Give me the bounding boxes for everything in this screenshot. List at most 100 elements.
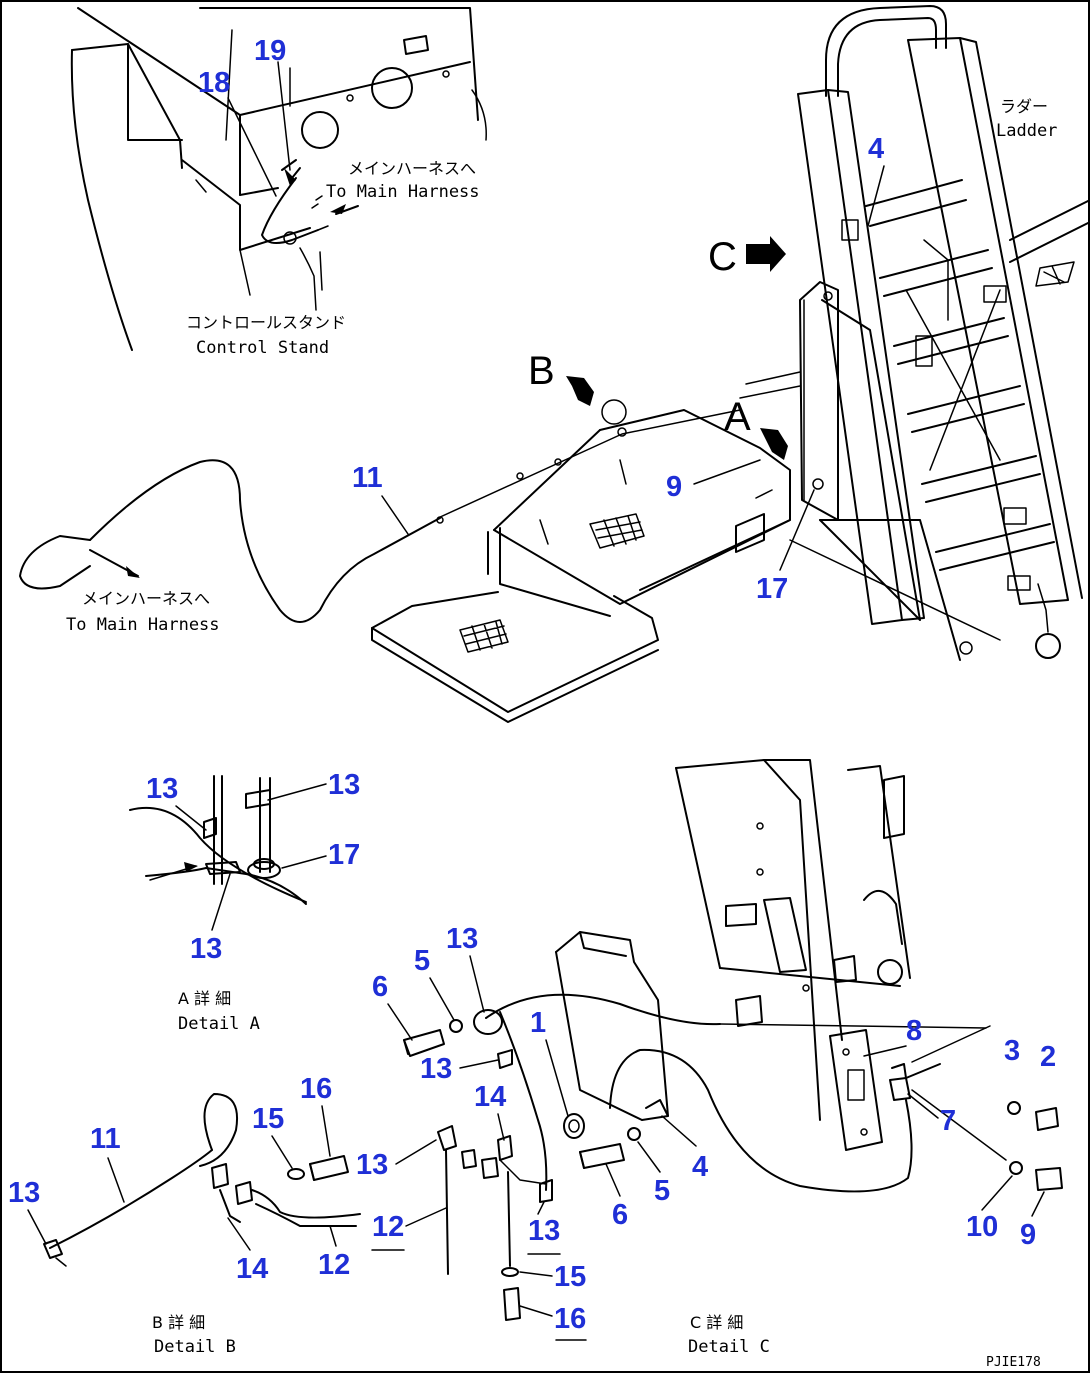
callout-13-a-left: 13	[146, 773, 178, 805]
view-arrow-c	[746, 236, 786, 272]
callout-4-top: 4	[868, 133, 884, 165]
step-platform	[371, 399, 791, 723]
callout-1: 1	[530, 1007, 546, 1039]
callout-3: 3	[1004, 1035, 1020, 1067]
leader-13-a-bottom	[211, 873, 231, 931]
leader-13-b	[27, 1209, 47, 1245]
callout-12-b: 12	[318, 1249, 350, 1281]
callout-18: 18	[198, 67, 230, 99]
leader-13-c-mid	[459, 1059, 499, 1069]
callout-9-top: 9	[666, 471, 682, 503]
callout-12-c: 12	[372, 1211, 404, 1243]
detail-c-title-jp: C 詳 細	[690, 1313, 743, 1332]
leader-17-a	[281, 855, 327, 869]
callout-11-b: 11	[90, 1123, 121, 1155]
callout-6-c-upper: 6	[372, 971, 388, 1003]
callout-13-c-upper: 13	[446, 923, 478, 955]
leader-6-c-upper	[387, 1003, 413, 1041]
callout-6-c-lower: 6	[612, 1199, 628, 1231]
leader-13-c-left	[395, 1139, 437, 1165]
callout-13-a-right: 13	[328, 769, 360, 801]
callout-13-c-left: 13	[356, 1149, 388, 1181]
callout-15-b: 15	[252, 1103, 284, 1135]
leader-11-b	[107, 1157, 125, 1203]
callout-13-c-low: 13	[528, 1215, 560, 1247]
leader-9-top	[693, 459, 761, 485]
callout-5-c-upper: 5	[414, 945, 430, 977]
leader-17-top	[779, 489, 815, 571]
callout-13-c-mid: 13	[420, 1053, 452, 1085]
leader-16-c	[519, 1305, 553, 1317]
view-marker-a: A	[724, 395, 751, 439]
detail-b-title-en: Detail B	[154, 1337, 236, 1357]
callout-5-c-lower: 5	[654, 1175, 670, 1207]
control-stand-inset	[70, 7, 487, 351]
drawing-code: PJIE178	[986, 1355, 1041, 1370]
main-harness-label-en-left: To Main Harness	[66, 615, 220, 635]
callout-2: 2	[1040, 1041, 1056, 1073]
callout-8: 8	[906, 1015, 922, 1047]
callout-13-a-bottom: 13	[190, 933, 222, 965]
detail-b-title-jp: B 詳 細	[152, 1313, 205, 1332]
callout-10: 10	[966, 1211, 998, 1243]
leader-15-c	[519, 1271, 553, 1277]
detail-a-title-en: Detail A	[178, 1014, 260, 1034]
callout-14-b: 14	[236, 1253, 268, 1285]
view-arrow-a	[760, 428, 788, 460]
view-marker-c: C	[708, 235, 737, 279]
detail-c-drawing	[403, 759, 1063, 1321]
leader-19	[277, 61, 291, 171]
ladder-label-jp: ラダー	[1000, 97, 1048, 116]
detail-a-drawing	[129, 775, 307, 905]
callout-7: 7	[940, 1105, 956, 1137]
detail-a-title-jp: A 詳 細	[178, 989, 231, 1008]
leader-13-a-right	[267, 783, 327, 801]
view-marker-b: B	[528, 349, 555, 393]
leader-1	[545, 1039, 569, 1117]
leader-15-b	[271, 1135, 293, 1169]
main-harness-label-en-top: To Main Harness	[326, 182, 480, 202]
leader-18	[227, 97, 277, 197]
leader-16-b	[321, 1105, 331, 1157]
callout-17-a: 17	[328, 839, 360, 871]
leader-13-c-low	[537, 1201, 545, 1215]
leader-7	[907, 1093, 939, 1119]
callout-17-top: 17	[756, 573, 788, 605]
view-arrow-b	[566, 376, 594, 406]
callout-13-b: 13	[8, 1177, 40, 1209]
callout-4-c: 4	[692, 1151, 708, 1183]
main-harness-label-jp-left: メインハーネスへ	[82, 589, 210, 608]
callout-19: 19	[254, 35, 286, 67]
control-stand-label-en: Control Stand	[196, 338, 329, 358]
leader-5-c-upper	[429, 977, 455, 1021]
leader-11-main	[381, 495, 409, 535]
detail-c-title-en: Detail C	[688, 1337, 770, 1357]
callout-14: 14	[474, 1081, 506, 1113]
ladder-assembly	[739, 5, 1090, 661]
leader-14-b	[227, 1217, 251, 1251]
leader-4-top	[867, 165, 885, 227]
ladder-label-en: Ladder	[996, 121, 1057, 141]
main-harness-label-jp-top: メインハーネスへ	[348, 159, 476, 178]
leader-4-c	[661, 1115, 697, 1147]
leader-6-c-lower	[605, 1163, 621, 1197]
callout-16-b: 16	[300, 1073, 332, 1105]
callout-16-c: 16	[554, 1303, 586, 1335]
leader-9-c	[1031, 1191, 1045, 1217]
leader-13-a-left	[175, 805, 207, 831]
detail-b-drawing	[43, 1093, 361, 1267]
leader-12-c	[405, 1207, 447, 1227]
callout-11-main: 11	[352, 462, 383, 494]
leader-8	[863, 1045, 907, 1057]
leader-10	[981, 1175, 1013, 1211]
leader-13-c-upper	[469, 955, 485, 1013]
leader-14-c	[497, 1113, 505, 1141]
leader-12-b	[329, 1225, 337, 1247]
callout-9-c: 9	[1020, 1219, 1036, 1251]
harness-11-loop	[19, 459, 441, 623]
leader-5-c-lower	[637, 1141, 661, 1173]
control-stand-label-jp: コントロールスタンド	[186, 313, 346, 332]
